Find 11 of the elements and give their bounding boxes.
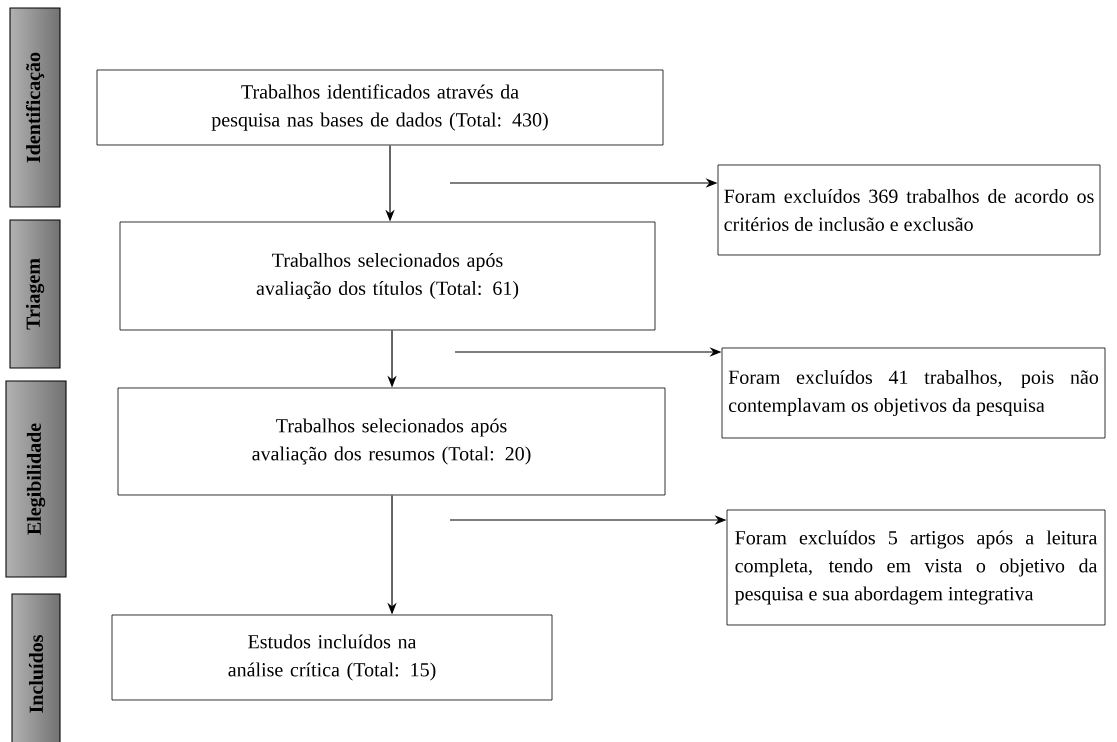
stage-band: Identificação <box>9 7 61 208</box>
process-box: Estudos incluídos na análise crítica (Total: 15) <box>111 614 553 701</box>
exclusion-box: Foram excluídos 41 trabalhos, pois não contemplavam os objetivos da pesquisa <box>721 347 1106 439</box>
exclusion-box: Foram excluídos 369 trabalhos de acordo os critérios de inclusão e exclusão <box>717 164 1101 256</box>
stage-band: Triagem <box>9 219 61 369</box>
stage-band: Incluídos <box>11 593 61 742</box>
process-box: Trabalhos selecionados após avaliação dos resumos (Total: 20) <box>117 387 666 496</box>
exclusion-box: Foram excluídos 5 artigos após a leitura completa, tendo em vista o objetivo da pesquisa e sua abordagem integrativa <box>726 509 1106 626</box>
process-box: Trabalhos identificados através da pesquisa nas bases de dados (Total: 430) <box>96 69 664 146</box>
stage-band: Elegibilidade <box>5 380 67 578</box>
process-box: Trabalhos selecionados após avaliação dos títulos (Total: 61) <box>119 221 656 331</box>
